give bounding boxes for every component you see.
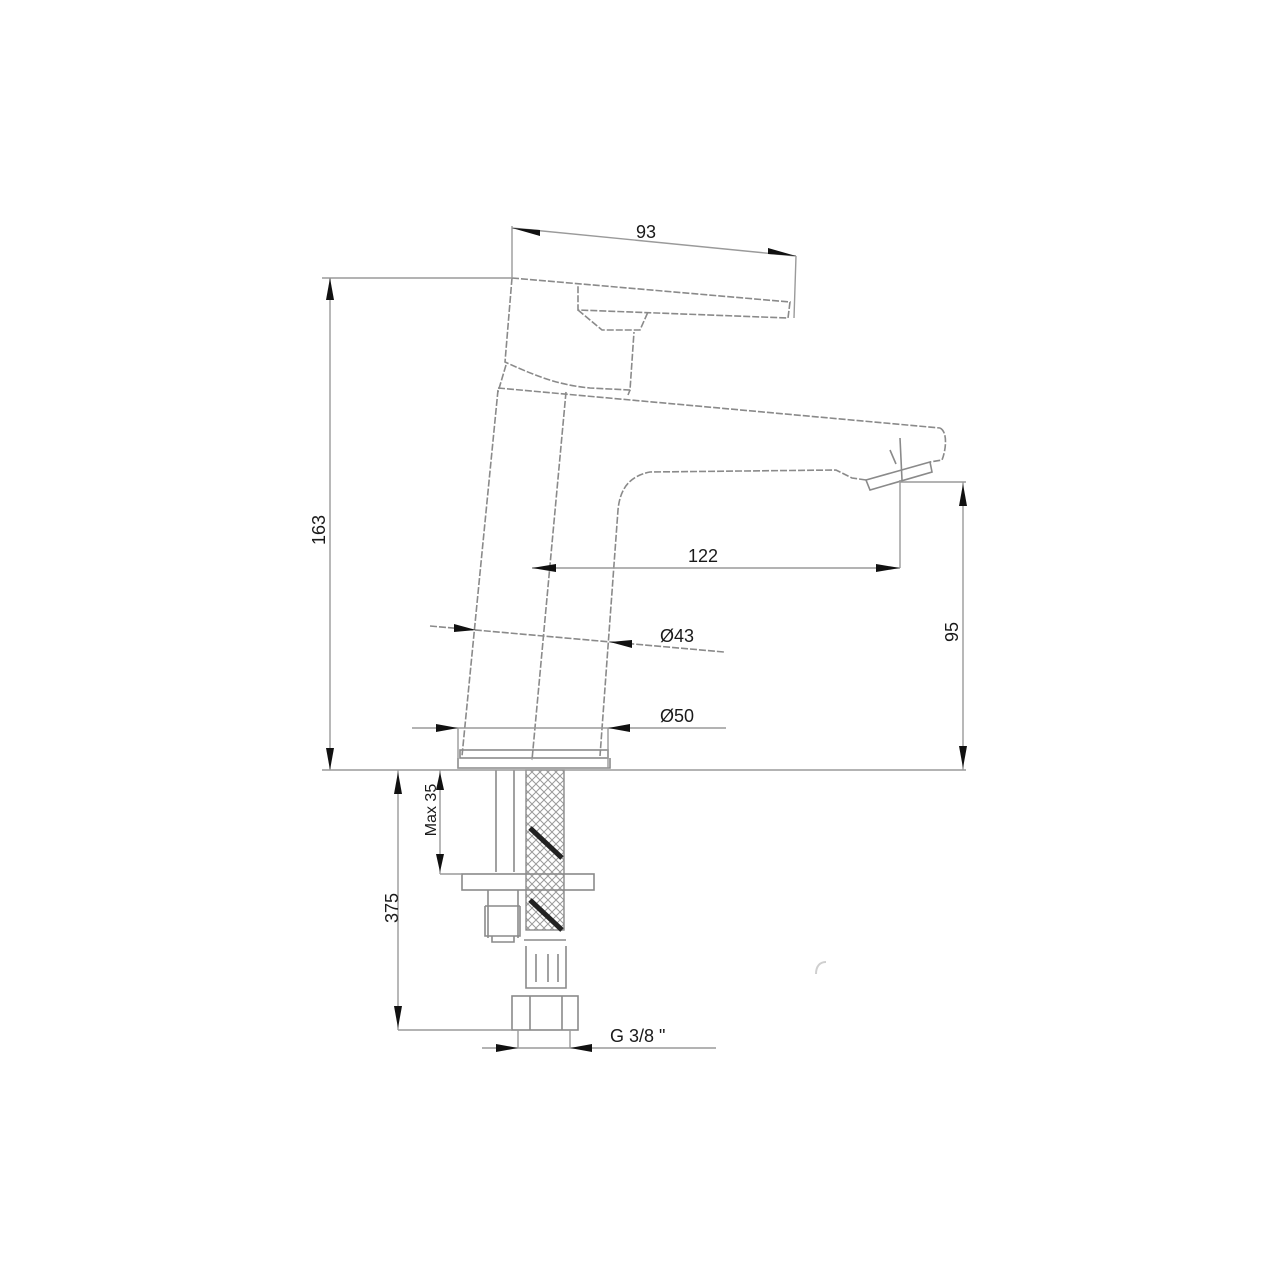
dimension-connection-thread: G 3/8 " <box>482 1026 716 1052</box>
dimension-base-diameter: Ø50 <box>412 706 726 768</box>
cartridge-cap <box>504 277 635 391</box>
label-95: 95 <box>942 622 962 642</box>
flexible-hose <box>525 769 565 931</box>
label-93: 93 <box>636 222 656 242</box>
stray-mark <box>815 961 827 975</box>
aerator <box>864 460 933 491</box>
fixing-plate <box>461 873 595 891</box>
dimension-max-deck-thickness: Max 35 <box>423 770 462 875</box>
label-g38: G 3/8 " <box>610 1026 665 1046</box>
label-d43: Ø43 <box>660 626 694 646</box>
spout <box>929 427 947 463</box>
dimension-body-diameter: Ø43 <box>429 624 725 653</box>
installation-kit <box>461 769 595 1031</box>
faucet-outline <box>457 277 947 769</box>
dimension-handle-length: 93 <box>511 222 797 319</box>
label-375: 375 <box>382 893 402 923</box>
dimension-spout-height: 95 <box>900 481 967 770</box>
dimension-hose-length: 375 <box>382 770 512 1031</box>
label-163: 163 <box>309 515 329 545</box>
lever-handle <box>511 277 791 319</box>
label-max-35: Max 35 <box>423 784 440 837</box>
dimension-total-height: 163 <box>309 277 512 770</box>
fixing-nut <box>484 890 521 943</box>
mounting-rod <box>495 770 515 872</box>
connection-nut <box>511 995 579 1031</box>
label-122: 122 <box>688 546 718 566</box>
dimension-spout-reach: 122 <box>532 480 901 572</box>
label-d50: Ø50 <box>660 706 694 726</box>
